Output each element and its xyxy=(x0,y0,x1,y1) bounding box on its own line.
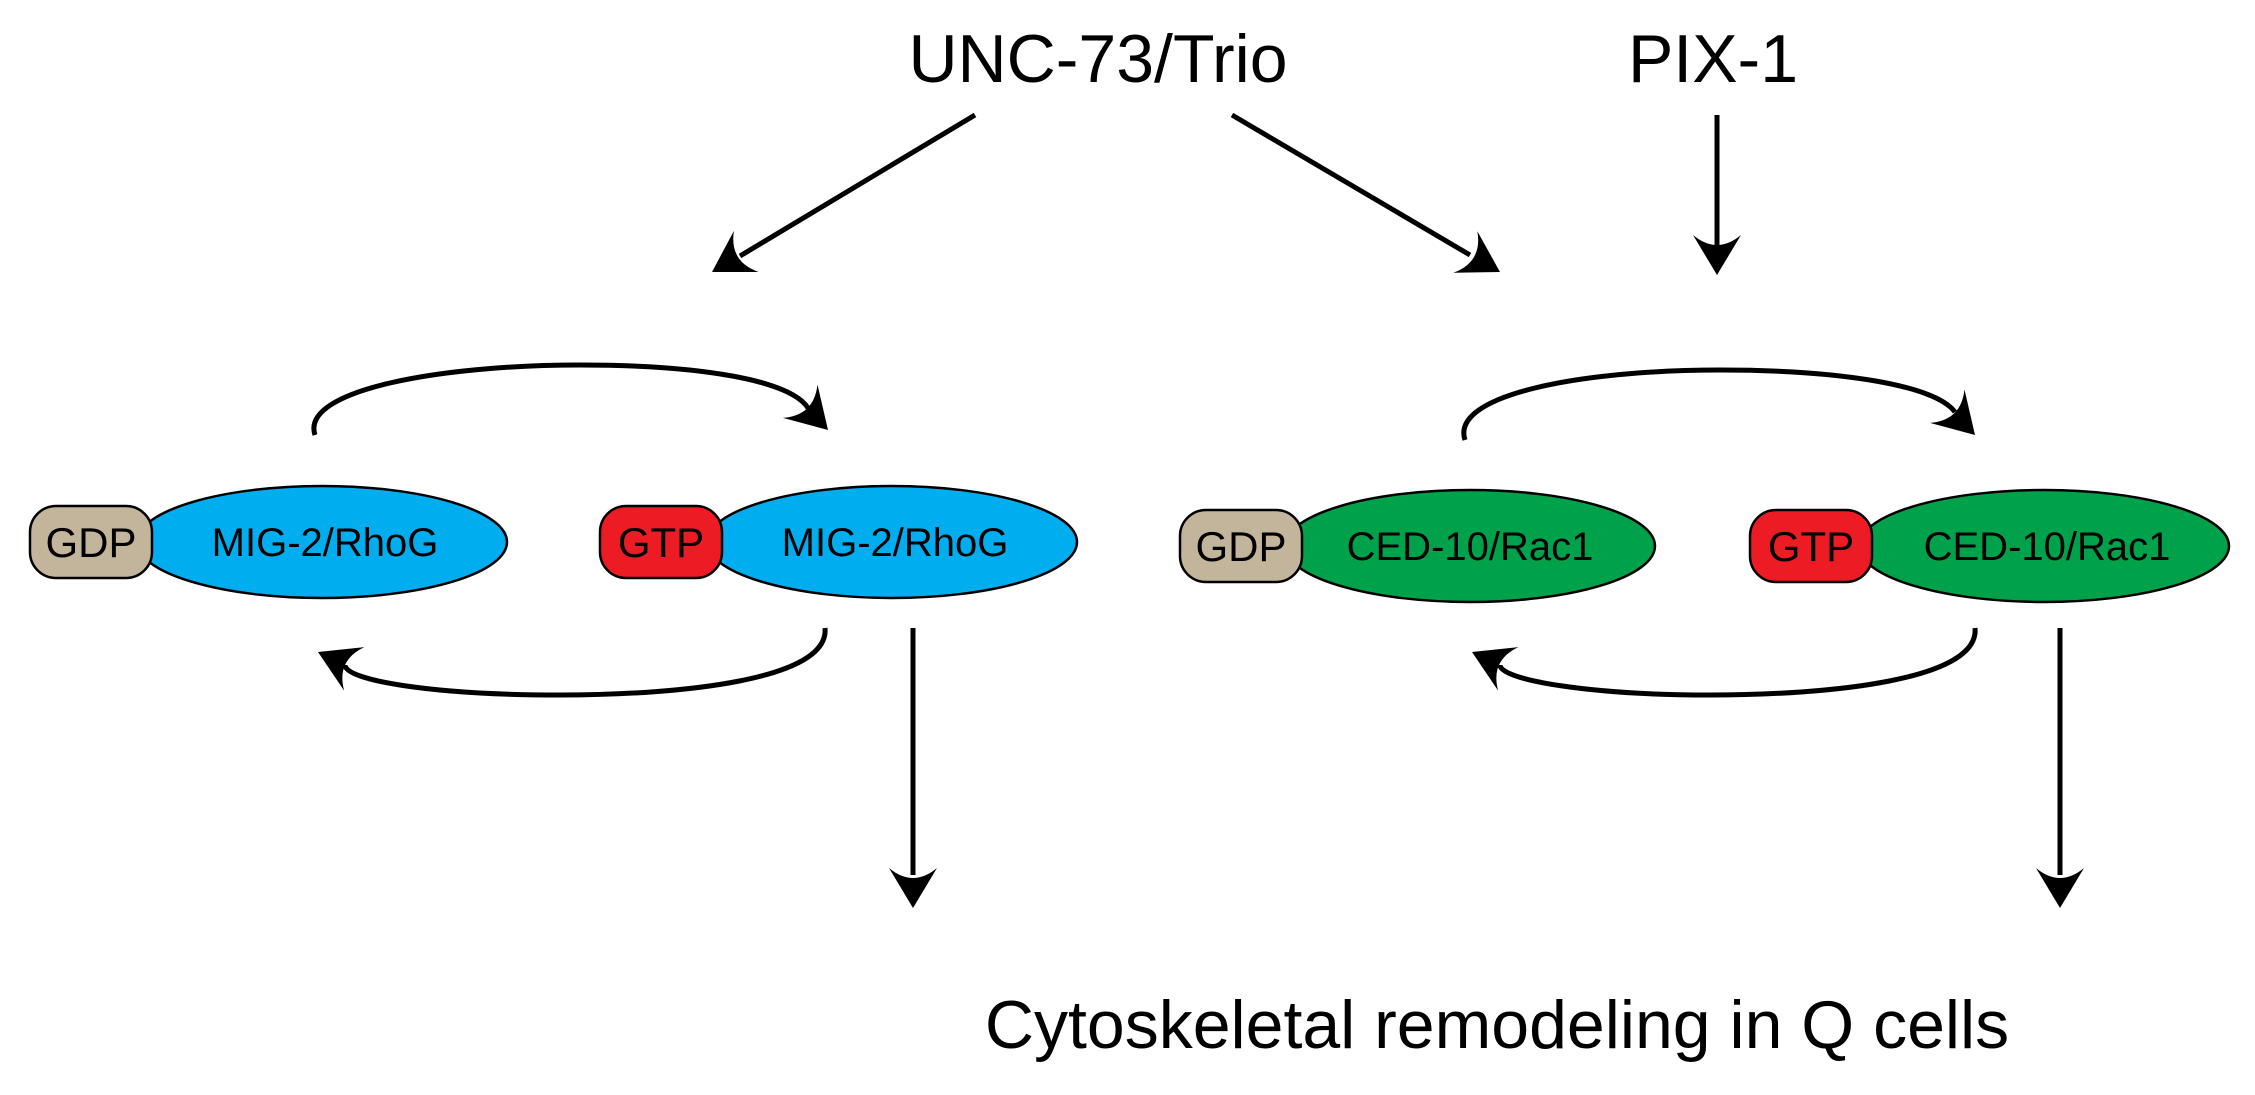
mig2-inactive-label: MIG-2/RhoG xyxy=(212,521,439,565)
ced10-gtp-bound-node: CED-10/Rac1 GTP xyxy=(1748,488,2231,604)
gtp-tag xyxy=(598,504,724,580)
ced10-output-arrow xyxy=(2036,628,2084,908)
gdp-tag xyxy=(1178,508,1304,584)
ced10-inactive-label: CED-10/Rac1 xyxy=(1347,525,1594,569)
mig2-active-label: MIG-2/RhoG xyxy=(782,521,1009,565)
gtp-tag-label: GTP xyxy=(1768,523,1854,570)
cytoskeletal-remodeling-label: Cytoskeletal remodeling in Q cells xyxy=(985,987,2009,1063)
ced10-activation-cycle-arrow xyxy=(1461,367,1993,452)
pix1-to-ced10-arrow xyxy=(1693,115,1741,275)
unc73-trio-label: UNC-73/Trio xyxy=(908,21,1287,97)
ced10-inactivation-cycle-arrow xyxy=(1461,627,1978,698)
gdp-tag xyxy=(28,504,154,580)
mig2-inactivation-cycle-arrow xyxy=(307,627,828,698)
mig2-output-arrow xyxy=(889,628,937,908)
unc73-to-ced10-arrow xyxy=(1230,112,1512,293)
pix1-label: PIX-1 xyxy=(1628,21,1798,97)
mig2-activation-cycle-arrow xyxy=(311,362,846,447)
mig2-gtp-bound-node: MIG-2/RhoG GTP xyxy=(598,484,1079,600)
gdp-tag-label: GDP xyxy=(1195,523,1286,570)
ced10-active-label: CED-10/Rac1 xyxy=(1924,525,2171,569)
gtp-tag-label: GTP xyxy=(618,519,704,566)
gtp-tag xyxy=(1748,508,1874,584)
gdp-tag-label: GDP xyxy=(45,519,136,566)
mig2-gdp-bound-node: MIG-2/RhoG GDP xyxy=(28,484,509,600)
unc73-to-mig2-arrow xyxy=(699,112,977,293)
ced10-gdp-bound-node: CED-10/Rac1 GDP xyxy=(1178,488,1657,604)
